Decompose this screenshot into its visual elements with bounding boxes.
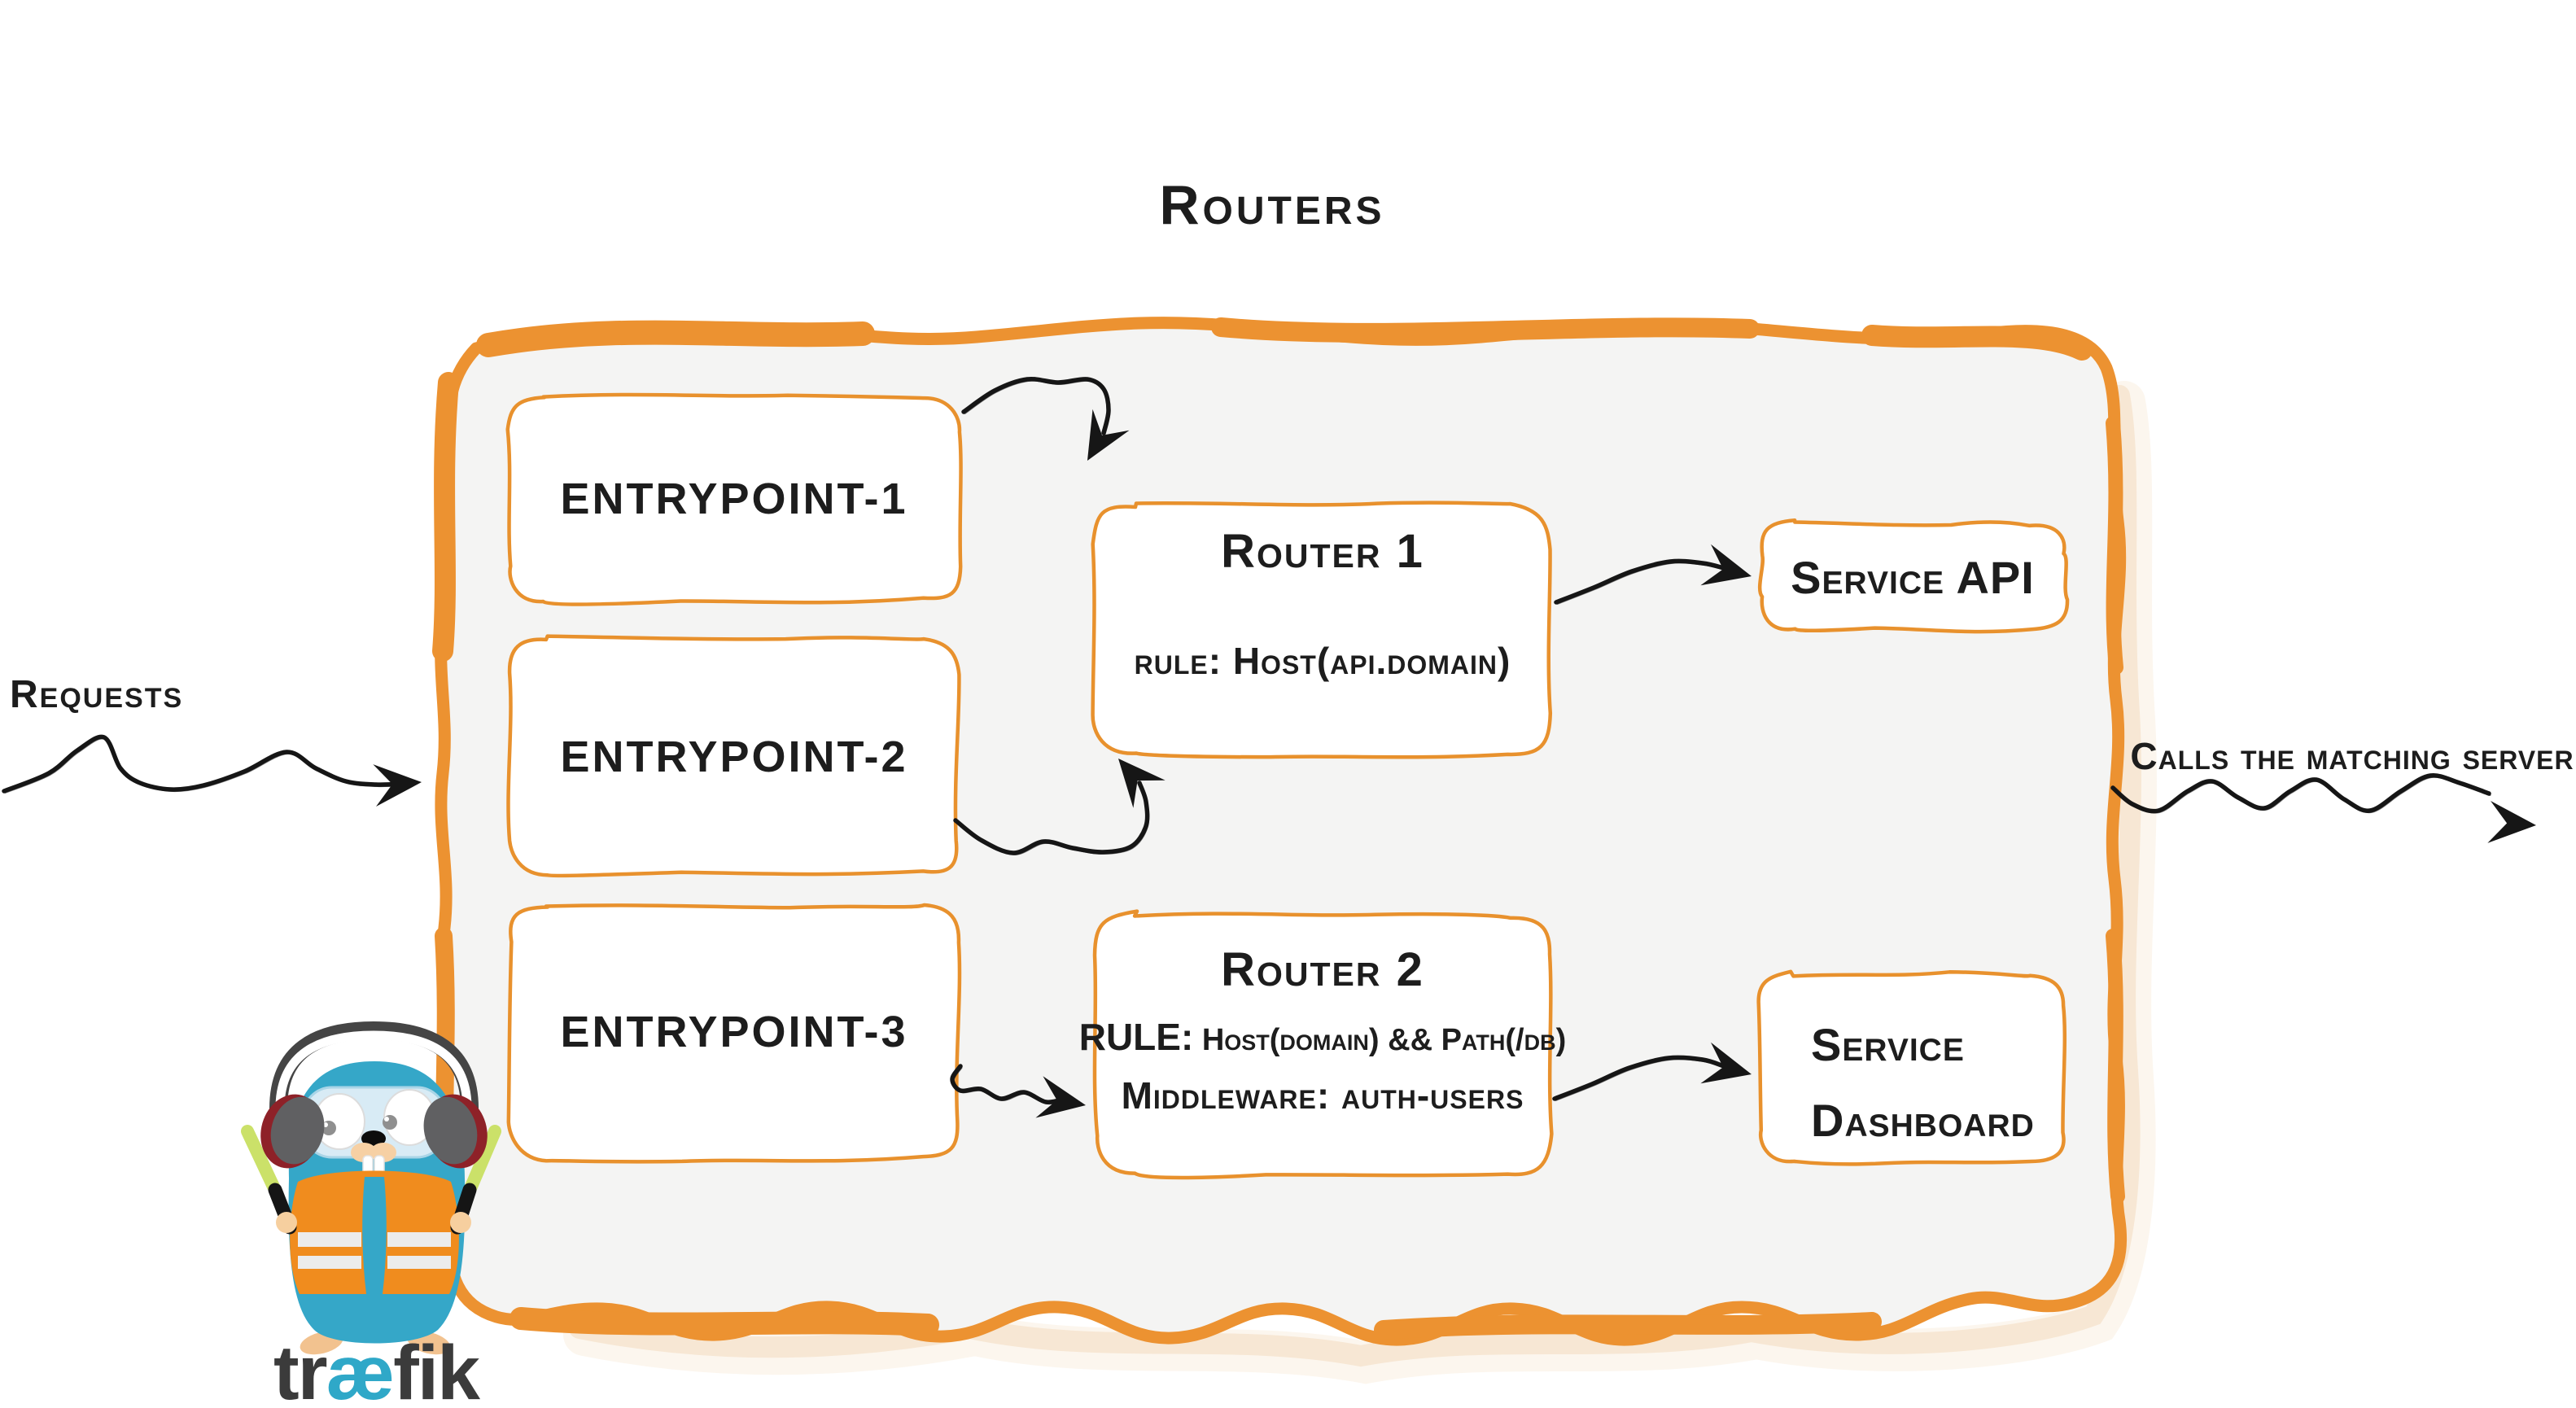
arrow-entrypoint1-to-router1 xyxy=(961,376,1130,461)
eye-highlight-right xyxy=(384,1117,389,1122)
flow-arrows xyxy=(2,376,2536,1118)
traefik-gopher-mascot xyxy=(241,1021,501,1355)
service-dashboard-line2: Dashboard xyxy=(1811,1095,2035,1146)
box-router-2 xyxy=(1092,909,1554,1180)
router-2-rule: RULE: Host(domain) && Path(/db) xyxy=(1079,1018,1567,1056)
service-api-label: Service API xyxy=(1791,552,2035,603)
arrow-router2-to-service-dashboard xyxy=(1552,1042,1752,1101)
router-2-middleware: Middleware: auth-users xyxy=(1121,1074,1524,1117)
requests-label: Requests xyxy=(10,673,184,716)
gopher-nose xyxy=(361,1130,386,1147)
container-brush-accent xyxy=(510,1307,939,1336)
container-shadow xyxy=(563,381,2157,1384)
headphones-band-inner xyxy=(275,1030,472,1106)
node-boxes xyxy=(505,392,2070,1180)
router-2-rule-label: RULE: xyxy=(1078,1016,1194,1058)
eye-highlight-left xyxy=(323,1122,328,1127)
container-brush-accent xyxy=(1211,317,1760,343)
box-entrypoint-3 xyxy=(506,903,962,1164)
arrow-entrypoint2-to-router1 xyxy=(953,759,1166,856)
arrowhead xyxy=(1035,1076,1086,1118)
wordmark-pre: tr xyxy=(273,1330,328,1408)
container-brush-accent xyxy=(476,320,875,357)
box-entrypoint-2 xyxy=(506,634,961,878)
arrow-router1-to-service-api xyxy=(1554,544,1752,605)
entrypoint-3-label: entrypoint-3 xyxy=(560,1008,908,1056)
page-title: Routers xyxy=(1159,174,1385,236)
gopher-pupil-right xyxy=(383,1115,397,1130)
vest-stripe xyxy=(298,1232,361,1247)
arrowhead xyxy=(1700,1042,1752,1084)
glow-baton-right xyxy=(465,1125,501,1193)
service-dashboard-line1: Service xyxy=(1811,1019,1965,1070)
headphones-earcup-right xyxy=(423,1094,488,1169)
container-brush-accent xyxy=(2106,416,2123,675)
entrypoint-1-label: entrypoint-1 xyxy=(560,474,908,523)
arrow-calls-out xyxy=(2110,773,2536,843)
box-entrypoint-1 xyxy=(505,392,963,606)
glow-baton-left xyxy=(241,1125,280,1193)
container-brush-accent xyxy=(432,372,459,662)
vest-stripe xyxy=(298,1256,361,1269)
entrypoint-2-label: entrypoint-2 xyxy=(560,732,908,781)
service-dashboard-label: Service Dashboard xyxy=(1811,1007,2035,1158)
arrow-requests-in xyxy=(2,734,422,807)
router-2-title: Router 2 xyxy=(1221,943,1424,996)
calls-matching-server-label: Calls the matching server xyxy=(2130,735,2574,777)
wordmark-ligature: æ xyxy=(326,1330,395,1408)
container-brush-accent xyxy=(1374,1312,1882,1340)
router-2-rule-value: Host(domain) && Path(/db) xyxy=(1201,1023,1567,1057)
wordmark-post: fik xyxy=(393,1330,480,1408)
router-1-title: Router 1 xyxy=(1221,525,1424,578)
vest-chest-opening xyxy=(362,1177,387,1294)
container-brush-accent xyxy=(2106,929,2125,1204)
container-brush-accent xyxy=(1861,325,2093,361)
traefik-wordmark: træfik xyxy=(273,1335,480,1408)
vest-stripe xyxy=(387,1232,451,1247)
arrow-entrypoint3-to-router2 xyxy=(950,1064,1086,1118)
gopher-hand-left xyxy=(276,1212,297,1233)
box-router-1 xyxy=(1091,501,1553,759)
arrowhead xyxy=(1700,544,1752,586)
arrowhead xyxy=(373,764,422,807)
arrowhead xyxy=(2487,801,2536,843)
box-service-api xyxy=(1757,518,2070,634)
vest-stripe xyxy=(387,1256,451,1269)
arrowhead xyxy=(1118,759,1166,808)
headphones-earcup-left xyxy=(260,1094,325,1169)
arrowhead xyxy=(1087,409,1130,461)
box-service-dashboard xyxy=(1756,969,2067,1166)
gopher-hand-right xyxy=(450,1212,471,1233)
router-1-rule: rule: Host(api.domain) xyxy=(1134,640,1511,682)
